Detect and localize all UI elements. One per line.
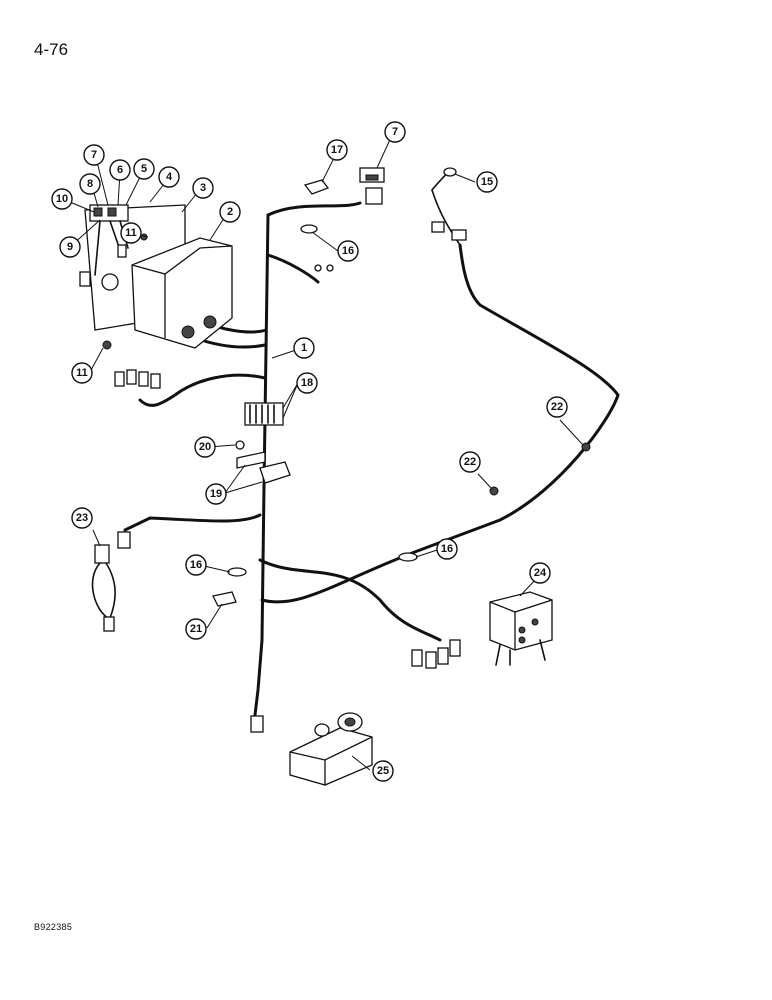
svg-text:21: 21 [190,623,202,635]
callout-24: 24 [529,562,551,584]
callout-22-lower: 22 [459,451,481,473]
callout-1: 1 [293,337,315,359]
svg-text:23: 23 [76,512,88,524]
svg-text:25: 25 [377,765,389,777]
svg-text:8: 8 [87,178,93,190]
sensor-23 [91,531,131,632]
page-number: 4-76 [34,40,69,59]
switch-7-upper [359,167,385,205]
mounting-bracket [236,451,291,484]
svg-text:6: 6 [117,164,123,176]
switch-17 [300,179,330,234]
svg-text:11: 11 [125,227,137,239]
clip-nut [235,440,245,450]
svg-text:16: 16 [441,543,453,555]
svg-text:15: 15 [481,176,493,188]
callout-18: 18 [296,372,318,394]
terminal-connectors [114,369,161,389]
callout-19: 19 [205,483,227,505]
callout-2: 2 [219,201,241,223]
callout-23: 23 [71,507,93,529]
callout-11-upper: 11 [120,222,142,244]
callout-17: 17 [326,139,348,161]
callout-21: 21 [185,618,207,640]
callout-16-right: 16 [436,538,458,560]
svg-text:5: 5 [141,163,147,175]
svg-text:20: 20 [199,441,211,453]
svg-text:22: 22 [464,456,476,468]
svg-text:24: 24 [534,567,547,579]
nut [102,340,112,350]
svg-text:19: 19 [210,488,222,500]
connectors-lower [250,639,461,733]
callout-4: 4 [158,166,180,188]
callout-8: 8 [79,173,101,195]
callout-7-upper: 7 [384,121,406,143]
callout-22-upper: 22 [546,396,568,418]
ring-terminals [314,264,334,272]
svg-text:16: 16 [190,559,202,571]
callout-6: 6 [109,159,131,181]
controller-box [131,237,233,349]
callout-9: 9 [59,236,81,258]
svg-text:18: 18 [301,377,313,389]
svg-text:1: 1 [301,342,307,354]
callout-20: 20 [194,436,216,458]
drawing-code: B922385 [34,922,73,932]
svg-text:10: 10 [56,193,68,205]
svg-text:11: 11 [76,367,88,379]
svg-text:22: 22 [551,401,563,413]
svg-text:7: 7 [91,149,97,161]
connector-15 [431,167,467,241]
svg-text:3: 3 [200,182,206,194]
solenoid-valve-25 [289,712,373,786]
svg-text:17: 17 [331,144,343,156]
callouts: 1 2 3 4 5 6 7 7 8 9 10 11 11 15 16 16 16… [51,121,568,782]
callout-25: 25 [372,760,394,782]
svg-text:4: 4 [166,171,173,183]
callout-16-left: 16 [185,554,207,576]
callout-16-upper: 16 [337,240,359,262]
valve-block-24 [489,591,553,666]
callout-5: 5 [133,158,155,180]
main-harness [123,169,620,717]
svg-text:7: 7 [392,126,398,138]
svg-text:9: 9 [67,241,73,253]
svg-text:16: 16 [342,245,354,257]
callout-15: 15 [476,171,498,193]
svg-text:2: 2 [227,206,233,218]
callout-7: 7 [83,144,105,166]
callout-3: 3 [192,177,214,199]
callout-11-lower: 11 [71,362,93,384]
connector-block [244,402,284,426]
callout-10: 10 [51,188,73,210]
